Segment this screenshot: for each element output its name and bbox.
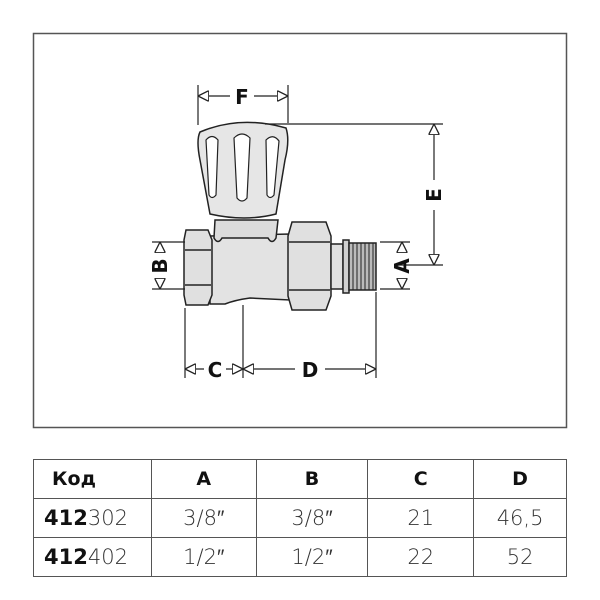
- dimension-lines: [152, 85, 443, 378]
- code-prefix: 412: [44, 545, 88, 569]
- table-header-row: Код A B C D: [33, 459, 567, 499]
- dimension-label-c: C: [208, 358, 223, 382]
- code-cell: 412302: [33, 498, 152, 538]
- cell-d: 52: [473, 537, 567, 577]
- table-row: 412302 3/8″ 3/8″ 21 46,5: [33, 498, 567, 538]
- code-suffix: 302: [87, 506, 128, 530]
- dimension-label-b: B: [148, 258, 172, 273]
- header-c: C: [367, 459, 475, 499]
- dimension-label-d: D: [302, 358, 319, 382]
- valve-illustration: [183, 121, 377, 311]
- code-prefix: 412: [44, 506, 88, 530]
- dimension-label-e: E: [422, 188, 446, 202]
- cell-b: 1/2″: [255, 537, 369, 577]
- left-nut: [183, 229, 213, 306]
- drawing-frame: [32, 32, 568, 429]
- code-cell: 412402: [33, 537, 152, 577]
- cell-c: 22: [367, 537, 475, 577]
- header-a: A: [150, 459, 257, 499]
- dimensions-table: Код A B C D 412302 3/8″ 3/8″ 21 46,5 412…: [33, 459, 567, 577]
- header-d: D: [473, 459, 567, 499]
- header-b: B: [255, 459, 369, 499]
- code-suffix: 402: [87, 545, 128, 569]
- cell-a: 3/8″: [150, 498, 257, 538]
- dimension-label-f: F: [235, 85, 249, 109]
- right-nut: [287, 221, 332, 311]
- header-code: Код: [33, 459, 152, 499]
- cell-c: 21: [367, 498, 475, 538]
- cell-d: 46,5: [473, 498, 567, 538]
- dimension-label-a: A: [390, 258, 414, 274]
- cell-a: 1/2″: [150, 537, 257, 577]
- table-row: 412402 1/2″ 1/2″ 22 52: [33, 537, 567, 577]
- cell-b: 3/8″: [255, 498, 369, 538]
